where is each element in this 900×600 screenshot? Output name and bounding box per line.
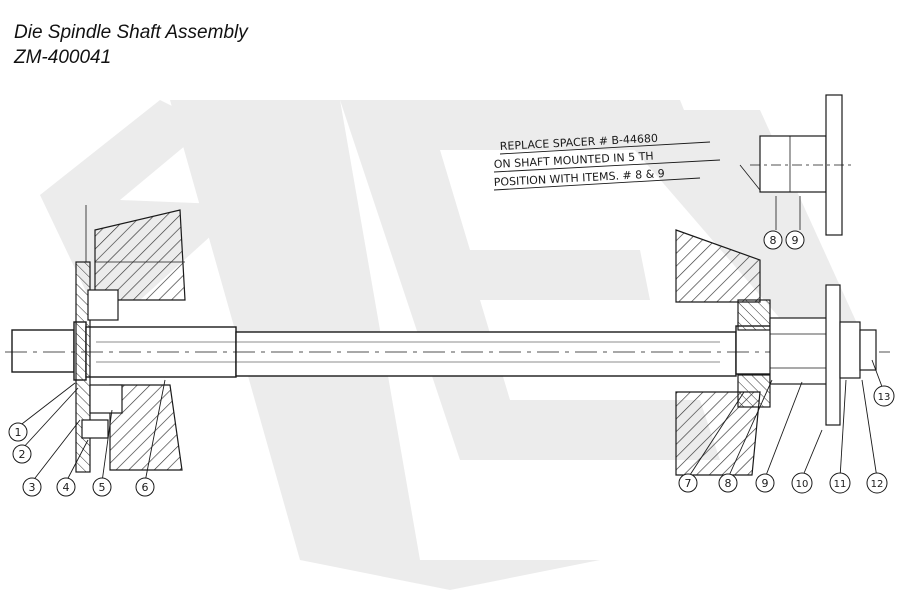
- callout-1: 1: [8, 422, 28, 442]
- callout-11: 11: [829, 472, 851, 494]
- svg-text:4: 4: [63, 481, 70, 494]
- callout-4: 4: [56, 477, 76, 497]
- callout-9: 9: [755, 473, 775, 493]
- svg-text:9: 9: [762, 477, 769, 490]
- callout-12: 12: [866, 472, 888, 494]
- callout-2: 2: [12, 444, 32, 464]
- callout-10: 10: [791, 472, 813, 494]
- detail-callout-9: 9: [792, 234, 799, 247]
- svg-text:11: 11: [834, 479, 847, 490]
- svg-text:1: 1: [15, 426, 22, 439]
- callout-5: 5: [92, 477, 112, 497]
- callout-group: 1 2 3 4 5 6 7 8 9 10 11 12 13: [8, 385, 895, 497]
- callout-13: 13: [873, 385, 895, 407]
- svg-text:13: 13: [878, 392, 891, 403]
- callout-8: 8: [718, 473, 738, 493]
- spindle-shaft: [5, 321, 890, 381]
- svg-text:2: 2: [19, 448, 26, 461]
- drawing-title: Die Spindle Shaft Assembly: [14, 22, 248, 43]
- callout-3: 3: [22, 477, 42, 497]
- svg-text:8: 8: [725, 477, 732, 490]
- detail-callout-8: 8: [770, 234, 777, 247]
- callout-7: 7: [678, 473, 698, 493]
- spacer-detail-view: [739, 94, 855, 236]
- svg-text:7: 7: [685, 477, 692, 490]
- left-housing: [75, 205, 186, 473]
- detail-callout-group: 8 9: [763, 230, 805, 250]
- callout-6: 6: [135, 477, 155, 497]
- leader-lines: [17, 359, 885, 483]
- svg-text:12: 12: [871, 479, 884, 490]
- svg-text:10: 10: [796, 479, 809, 490]
- part-number: ZM-400041: [14, 47, 112, 68]
- svg-text:3: 3: [29, 481, 36, 494]
- svg-text:5: 5: [99, 481, 106, 494]
- svg-text:6: 6: [142, 481, 149, 494]
- right-housing: [675, 229, 877, 476]
